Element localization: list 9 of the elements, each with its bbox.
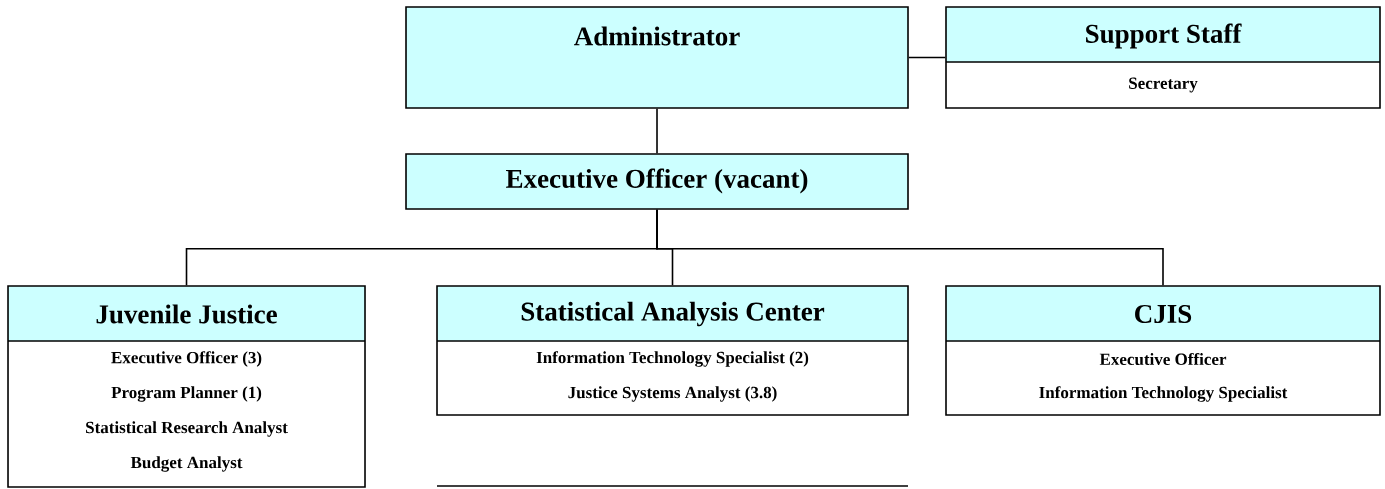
- connector-line: [656, 108, 658, 154]
- org-box: Administrator: [405, 6, 909, 109]
- org-box: Executive Officer (vacant): [405, 153, 909, 210]
- org-box: Statistical Analysis Center Information Technology Specialist (2) Justice Systems Analyst (3.8): [436, 285, 909, 416]
- org-box: Juvenile Justice Executive Officer (3) Program Planner (1) Statistical Research Analyst Budget Analyst: [7, 285, 366, 488]
- org-box: Support Staff Secretary: [945, 6, 1381, 109]
- connector-line: [908, 56, 946, 59]
- org-box: CJIS Executive Officer Information Technology Specialist: [945, 285, 1381, 416]
- connector-line: [656, 209, 1164, 286]
